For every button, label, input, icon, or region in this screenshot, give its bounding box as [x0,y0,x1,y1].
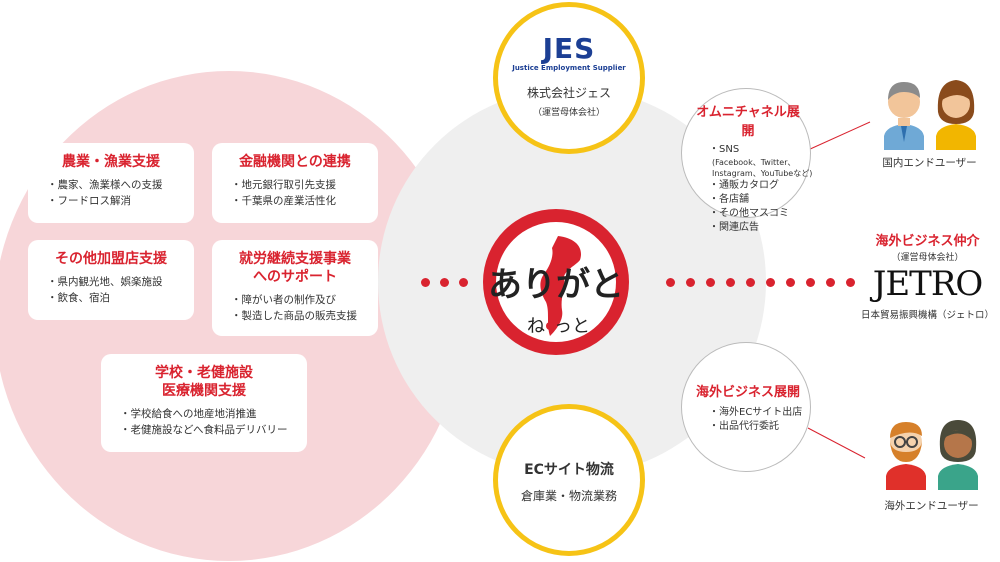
omni-item: 通販カタログ [710,179,804,193]
card-title-line1: 学校・老健施設 [155,365,253,381]
card-item: 製造した商品の販売支援 [232,308,370,324]
overseas-users-icon [886,420,978,490]
connector-dot [440,278,449,287]
jetro-note: （運営母体会社） [891,253,964,263]
logo-line1: ありがと [488,265,624,305]
omni-item-detail: (Facebook、Twitter、 [712,158,796,167]
jetro-name: 日本貿易振興機構（ジェトロ） [860,310,994,321]
connector-dot [686,278,695,287]
logo-dot-icon [546,322,554,330]
jetro-block: 海外ビジネス仲介 （運営母体会社） JETRO 日本貿易振興機構（ジェトロ） [855,230,1000,321]
card-financial-institutions: 金融機関との連携 地元銀行取引先支援 千葉県の産業活性化 [212,143,378,223]
connector-dot [706,278,715,287]
overseas-dev-title: 海外ビジネス展開 [695,385,800,400]
domestic-users-label: 国内エンドユーザー [882,157,977,169]
omni-item: SNS [710,143,804,157]
connector-dot [746,278,755,287]
jes-logo-sub: Justice Employment Supplier [512,64,626,72]
card-title-line1: 就労継続支援事業 [239,251,351,267]
card-title: 金融機関との連携 [239,154,351,170]
jes-company-name: 株式会社ジェス [526,86,611,100]
connector-dot [459,278,468,287]
jes-logo: JES [542,32,596,65]
ec-subtitle: 倉庫業・物流業務 [520,489,617,503]
jetro-title: 海外ビジネス仲介 [875,234,980,249]
omni-item-detail: Instagram、YouTubeなど) [712,169,813,178]
card-title-line2: 医療機関支援 [162,383,246,399]
omni-title: オムニチャネル展開 [696,105,800,139]
overseas-dev-item: 海外ECサイト出店 [710,406,804,420]
jes-note: （運営母体会社） [532,108,605,118]
card-item: 老健施設などへ食料品デリバリー [121,422,299,438]
card-item: 県内観光地、娯楽施設 [48,274,186,290]
ec-title: ECサイト物流 [524,462,614,478]
card-other-merchants: その他加盟店支援 県内観光地、娯楽施設 飲食、宿泊 [28,240,194,320]
omni-item: 関連広告 [710,221,804,235]
connector-dot [826,278,835,287]
ec-logistics-circle: ECサイト物流 倉庫業・物流業務 [493,404,645,556]
card-title: その他加盟店支援 [55,251,167,267]
card-item: フードロス解消 [48,193,186,209]
card-item: 障がい者の制作及び [232,292,370,308]
overseas-dev-item: 出品代行委託 [710,420,804,434]
card-employment-support: 就労継続支援事業 へのサポート 障がい者の制作及び 製造した商品の販売支援 [212,240,378,336]
card-agriculture-fishery: 農業・漁業支援 農家、漁業様への支援 フードロス解消 [28,143,194,223]
omni-channel-circle: オムニチャネル展開 SNS (Facebook、Twitter、 Instagr… [681,88,813,233]
connector-dot [766,278,775,287]
arigato-net-logo: ARIGATO NET ありがと ね っと [483,209,629,355]
connector-dot [786,278,795,287]
card-title-line2: へのサポート [253,269,337,285]
connector-dot [421,278,430,287]
chiba-silhouette-icon [540,236,582,336]
card-title: 就労継続支援事業 へのサポート [220,250,370,286]
card-item: 千葉県の産業活性化 [232,193,370,209]
domestic-users-icon [884,80,976,150]
overseas-development-circle: 海外ビジネス展開 海外ECサイト出店 出品代行委託 [681,342,811,472]
logo-line2: ね [527,316,545,337]
omni-item: その他マスコミ [710,207,804,221]
jes-circle: JES Justice Employment Supplier 株式会社ジェス … [493,2,645,154]
omni-item: 各店舗 [710,193,804,207]
card-item: 農家、漁業様への支援 [48,177,186,193]
card-item: 地元銀行取引先支援 [232,177,370,193]
connector-dot [666,278,675,287]
connector-dot [726,278,735,287]
jetro-logo: JETRO [872,264,984,304]
card-item: 飲食、宿泊 [48,290,186,306]
card-title: 学校・老健施設 医療機関支援 [109,364,299,400]
card-schools-medical: 学校・老健施設 医療機関支援 学校給食への地産地消推進 老健施設などへ食料品デリ… [101,354,307,452]
connector-dot [806,278,815,287]
card-item: 学校給食への地産地消推進 [121,406,299,422]
logo-line2b: っと [554,316,590,337]
overseas-users-label: 海外エンドユーザー [884,500,979,512]
card-title: 農業・漁業支援 [62,154,160,170]
connector-dot [846,278,855,287]
